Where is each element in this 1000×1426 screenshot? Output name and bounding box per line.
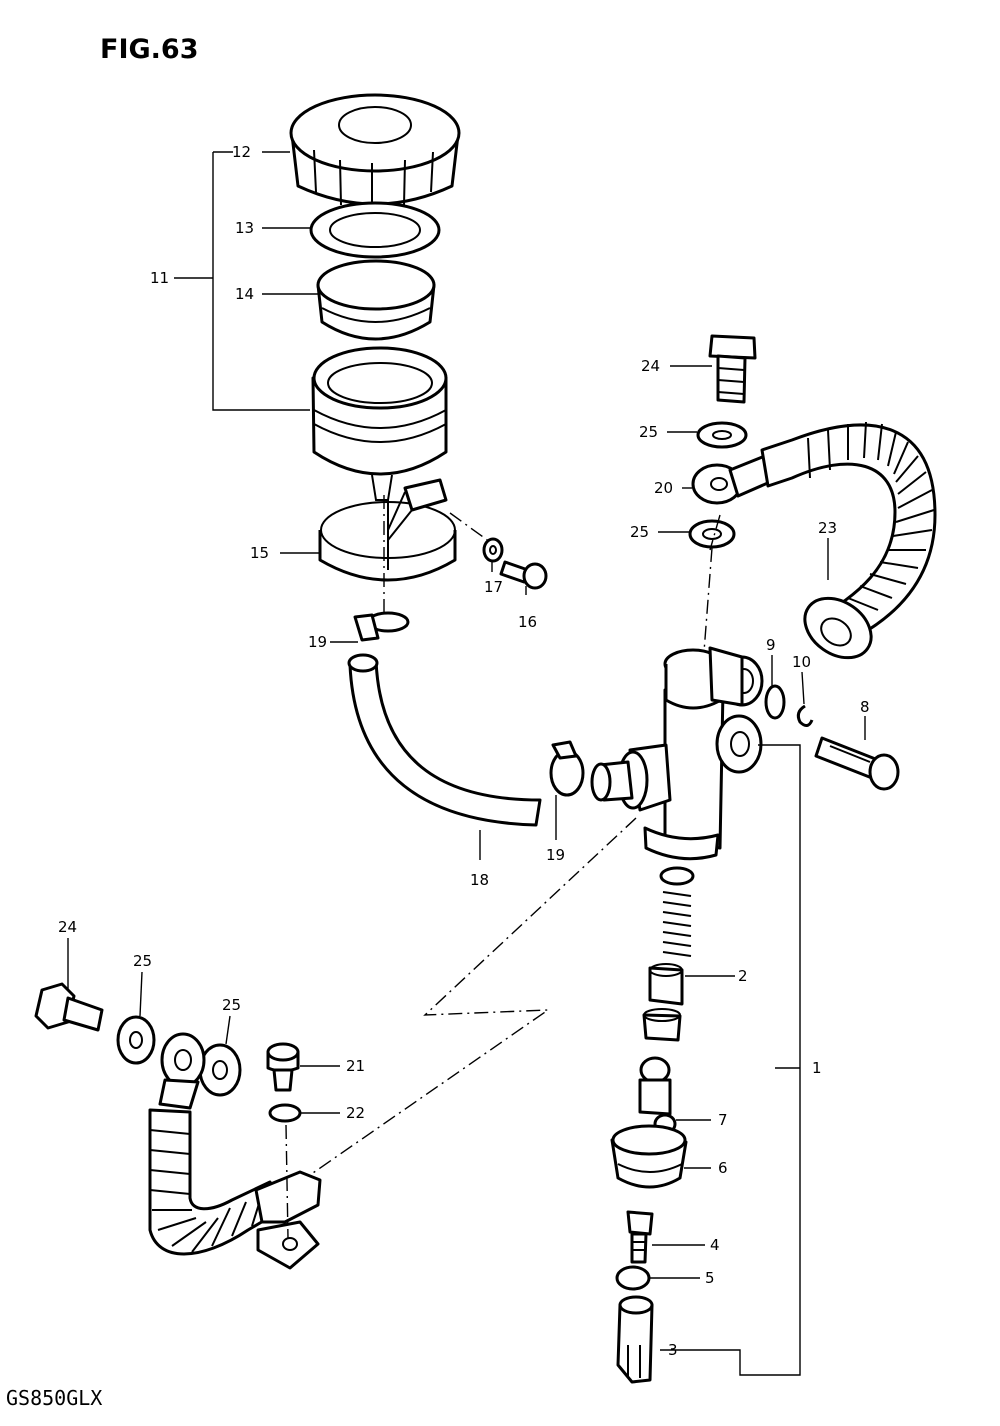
callout-25-middle: 25 — [630, 523, 649, 541]
callout-18: 18 — [470, 871, 489, 889]
union-bolt-24-lower — [34, 982, 104, 1032]
union-bolt-24-upper — [708, 334, 757, 404]
callout-12: 12 — [232, 143, 251, 161]
nut-5 — [615, 1265, 651, 1291]
callout-19-lower: 19 — [546, 846, 565, 864]
callout-15: 15 — [250, 544, 269, 562]
callout-17: 17 — [484, 578, 503, 596]
boot-6 — [610, 1124, 688, 1189]
piston-cups-2 — [642, 963, 684, 1042]
callout-23: 23 — [818, 519, 837, 537]
callout-19-upper: 19 — [308, 633, 327, 651]
bolt-16 — [499, 560, 548, 590]
clamp-19-upper — [353, 611, 410, 642]
callout-25-lower-left: 25 — [133, 952, 152, 970]
model-code: GS850GLX — [6, 1386, 102, 1410]
reservoir-hose — [347, 653, 542, 827]
callout-5: 5 — [705, 1269, 715, 1287]
reservoir-tank — [311, 346, 448, 501]
callout-10: 10 — [792, 653, 811, 671]
callout-24-lower: 24 — [58, 918, 77, 936]
callout-11: 11 — [150, 269, 169, 287]
clevis-3 — [616, 1295, 654, 1384]
washer-17 — [482, 537, 504, 563]
callout-20: 20 — [654, 479, 673, 497]
piston-spring — [659, 866, 695, 957]
callout-2: 2 — [738, 967, 748, 985]
callout-8: 8 — [860, 698, 870, 716]
callout-24-upper: 24 — [641, 357, 660, 375]
hose-23 — [760, 421, 937, 660]
callout-7: 7 — [718, 1111, 728, 1129]
washer-25-lower-b — [198, 1043, 242, 1097]
callout-16: 16 — [518, 613, 537, 631]
rod-4 — [626, 1210, 654, 1264]
callout-25-lower-right: 25 — [222, 996, 241, 1014]
figure-title: FIG.63 — [100, 34, 198, 65]
callout-21: 21 — [346, 1057, 365, 1075]
callout-1: 1 — [812, 1059, 822, 1077]
pivot-bolt-8 — [814, 736, 900, 791]
callout-6: 6 — [718, 1159, 728, 1177]
washer-9 — [764, 684, 786, 720]
callout-22: 22 — [346, 1104, 365, 1122]
callout-25-upper: 25 — [639, 423, 658, 441]
pushrod-7 — [638, 1056, 677, 1135]
washer-25-lower — [688, 519, 736, 549]
callout-13: 13 — [235, 219, 254, 237]
circlip-10 — [796, 704, 814, 727]
master-cylinder-body — [590, 646, 764, 861]
union-20 — [691, 454, 772, 505]
callout-labels: 12 13 11 14 15 17 16 19 18 19 24 25 20 2… — [58, 143, 870, 1359]
leader-lines — [67, 151, 866, 1376]
washer-25-lower-a — [116, 1015, 156, 1065]
bolt-21 — [266, 1042, 300, 1092]
callout-14: 14 — [235, 285, 254, 303]
reservoir-bracket — [318, 478, 457, 582]
clamp-19-lower — [549, 740, 585, 797]
diaphragm — [316, 259, 436, 341]
washer-25-upper — [696, 421, 748, 449]
callout-3: 3 — [668, 1341, 678, 1359]
callout-4: 4 — [710, 1236, 720, 1254]
cap-plate — [309, 201, 441, 259]
washer-22 — [268, 1103, 302, 1123]
hose-lower — [148, 1032, 322, 1270]
reservoir-cap — [289, 93, 461, 210]
callout-9: 9 — [766, 636, 776, 654]
